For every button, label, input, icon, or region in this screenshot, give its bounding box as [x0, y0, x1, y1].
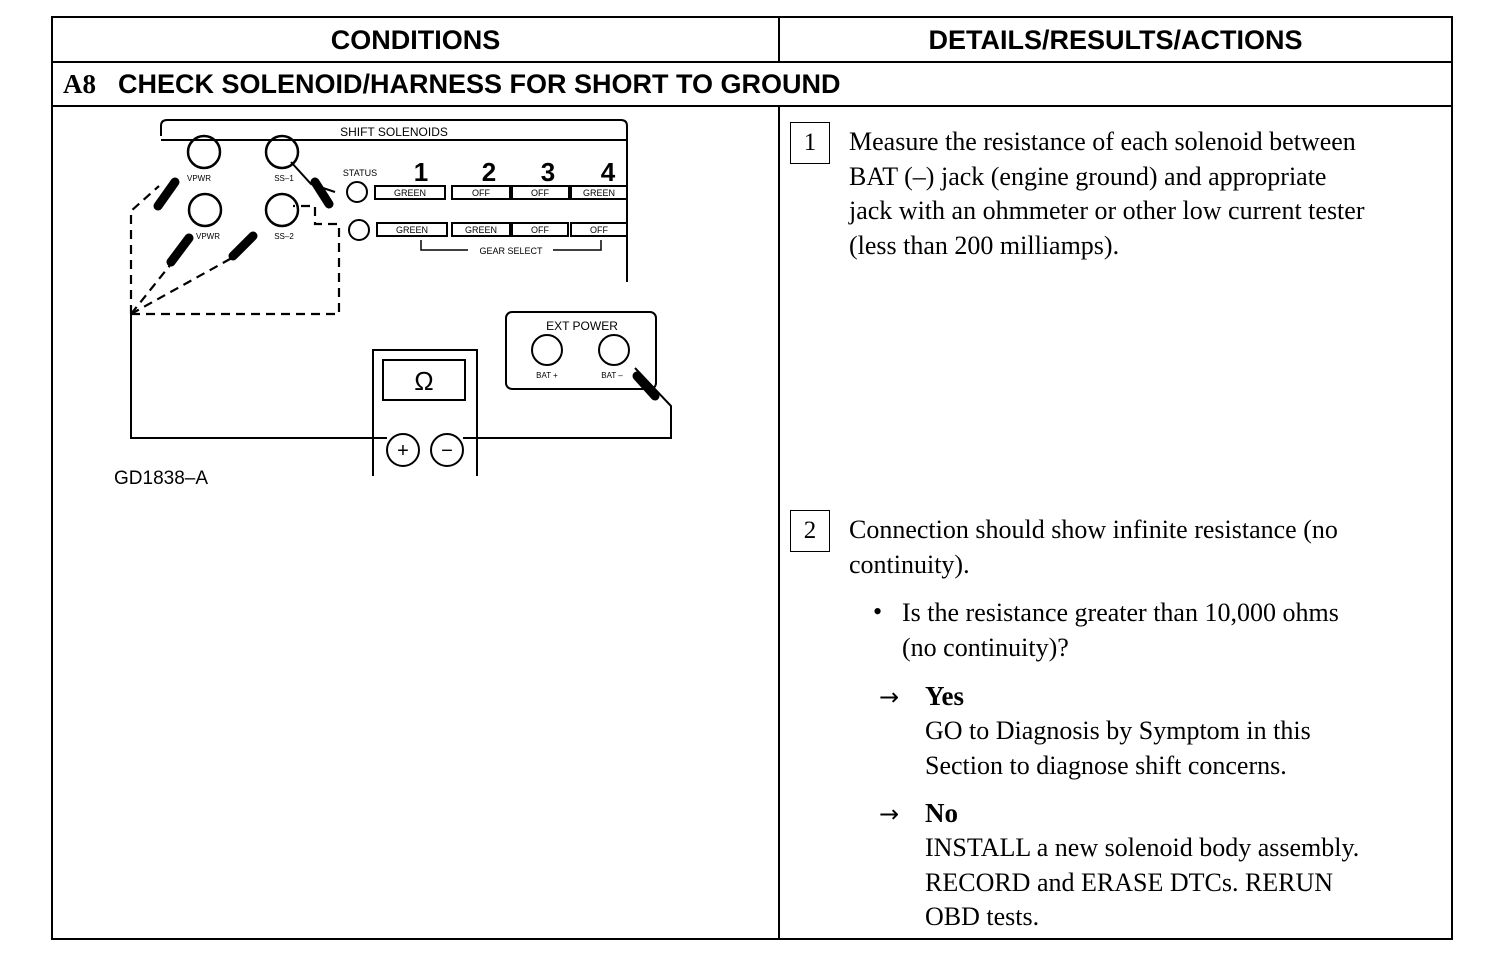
row1-state-1: GREEN	[394, 188, 426, 198]
no-line: INSTALL a new solenoid body assembly.	[925, 833, 1360, 862]
ohmmeter-minus-jack[interactable]	[430, 433, 464, 467]
jack-ss1[interactable]	[264, 134, 300, 170]
step1-line: jack with an ohmmeter or other low curre…	[849, 196, 1365, 225]
ext-power-title: EXT POWER	[546, 319, 618, 333]
gear-number-3: 3	[541, 157, 555, 187]
row2-state-1: GREEN	[396, 225, 428, 235]
ohm-symbol: Ω	[414, 366, 433, 396]
row1-box-1	[374, 185, 446, 200]
gear-select-bracket-right	[553, 240, 602, 251]
arrow-right-icon: →	[879, 800, 900, 828]
step-title: CHECK SOLENOID/HARNESS FOR SHORT TO GROU…	[118, 68, 841, 99]
panel-title: SHIFT SOLENOIDS	[340, 125, 448, 139]
panel-outline	[160, 119, 628, 256]
probe-vpwr-top	[153, 177, 180, 211]
row1-state-4: GREEN	[583, 188, 615, 198]
probe-vpwr-bottom	[166, 233, 194, 267]
column-header-details: DETAILS/RESULTS/ACTIONS	[928, 24, 1303, 55]
row2-box-1	[376, 222, 448, 237]
step-number-2: 2	[790, 510, 830, 552]
label-ss2: SS–2	[274, 232, 294, 241]
dashed-lead-vpwr-top	[129, 185, 160, 314]
yes-line: GO to Diagnosis by Symptom in this	[925, 716, 1311, 745]
row2-box-3	[511, 222, 569, 237]
probe-ss1	[310, 177, 334, 209]
step2-text: Connection should show infinite resistan…	[849, 513, 1338, 582]
dashed-lead-ss2	[130, 253, 240, 315]
row1-box-2	[451, 185, 511, 200]
ext-power-box	[505, 311, 657, 390]
body-column-divider	[778, 106, 780, 938]
question-line: Is the resistance greater than 10,000 oh…	[902, 598, 1339, 627]
column-header-conditions: CONDITIONS	[330, 24, 501, 55]
header-column-divider	[778, 18, 780, 62]
step1-line: (less than 200 milliamps).	[849, 230, 1120, 260]
step1-line: Measure the resistance of each solenoid …	[849, 127, 1356, 156]
answer-no-label: No	[925, 798, 958, 828]
dashed-lead-ground-loop	[131, 204, 341, 316]
label-bat-plus: BAT +	[536, 371, 558, 380]
row2-box-2	[451, 222, 511, 237]
step2-line: Connection should show infinite resistan…	[849, 515, 1338, 544]
wire-to-bat-minus	[463, 367, 672, 439]
yes-line: Section to diagnose shift concerns.	[925, 750, 1287, 780]
tester-diagram: SHIFT SOLENOIDS VPWR SS–1 VPWR SS–2 STAT…	[129, 119, 672, 476]
label-bat-minus: BAT –	[601, 371, 623, 380]
step-id: A8	[63, 68, 96, 99]
ohmmeter-display	[382, 359, 466, 401]
status-light-row1	[346, 181, 368, 203]
label-vpwr-bottom: VPWR	[196, 232, 220, 241]
answer-no-text: INSTALL a new solenoid body assembly. RE…	[925, 831, 1359, 935]
no-line: RECORD and ERASE DTCs. RERUN	[925, 867, 1334, 897]
step2-line: continuity).	[849, 549, 970, 579]
wire-to-meter-plus	[130, 314, 387, 439]
bullet-icon: •	[873, 597, 883, 626]
ohmmeter-plus-jack[interactable]	[386, 433, 420, 467]
status-label: STATUS	[343, 168, 377, 178]
probe-ss2	[228, 231, 258, 261]
step1-line: BAT (–) jack (engine ground) and appropr…	[849, 161, 1327, 191]
probe-bat-minus	[632, 371, 660, 401]
row2-state-2: GREEN	[465, 225, 497, 235]
question-line: (no continuity)?	[902, 632, 1069, 662]
answer-yes-label: Yes	[925, 681, 964, 711]
question-text: Is the resistance greater than 10,000 oh…	[902, 596, 1339, 665]
jack-bat-minus[interactable]	[598, 334, 630, 366]
row2-box-4	[570, 222, 628, 237]
answer-yes-text: GO to Diagnosis by Symptom in this Secti…	[925, 714, 1311, 783]
ohmmeter-body	[372, 349, 478, 476]
gear-select-label: GEAR SELECT	[479, 246, 543, 256]
figure-id: GD1838–A	[114, 468, 209, 489]
gear-number-1: 1	[414, 157, 428, 187]
row1-box-4	[570, 185, 628, 200]
lead-ss1	[290, 161, 336, 193]
no-line: OBD tests.	[925, 902, 1040, 931]
label-ss1: SS–1	[274, 174, 294, 183]
row1-state-2: OFF	[472, 188, 490, 198]
meter-minus-sign: −	[441, 440, 453, 462]
jack-ss2[interactable]	[264, 192, 300, 228]
meter-plus-sign: +	[397, 440, 409, 462]
gear-number-4: 4	[601, 157, 616, 187]
arrow-right-icon: →	[879, 683, 900, 711]
step1-text: Measure the resistance of each solenoid …	[849, 125, 1364, 263]
row2-state-4: OFF	[590, 225, 608, 235]
label-vpwr-top: VPWR	[187, 174, 211, 183]
gear-number-2: 2	[482, 157, 496, 187]
jack-bat-plus[interactable]	[531, 334, 563, 366]
row1-box-3	[511, 185, 570, 200]
row1-state-3: OFF	[531, 188, 549, 198]
step-title-row: A8 CHECK SOLENOID/HARNESS FOR SHORT TO G…	[63, 64, 841, 104]
jack-vpwr-top[interactable]	[186, 134, 222, 170]
status-light-row2	[348, 219, 370, 241]
procedure-table: CONDITIONS DETAILS/RESULTS/ACTIONS A8 CH…	[51, 16, 1453, 940]
gear-select-bracket-left	[420, 240, 468, 251]
jack-vpwr-bottom[interactable]	[187, 192, 223, 228]
row2-state-3: OFF	[531, 225, 549, 235]
step-number-1: 1	[790, 122, 830, 164]
step-title-divider	[53, 105, 1451, 107]
header-divider	[53, 61, 1451, 63]
